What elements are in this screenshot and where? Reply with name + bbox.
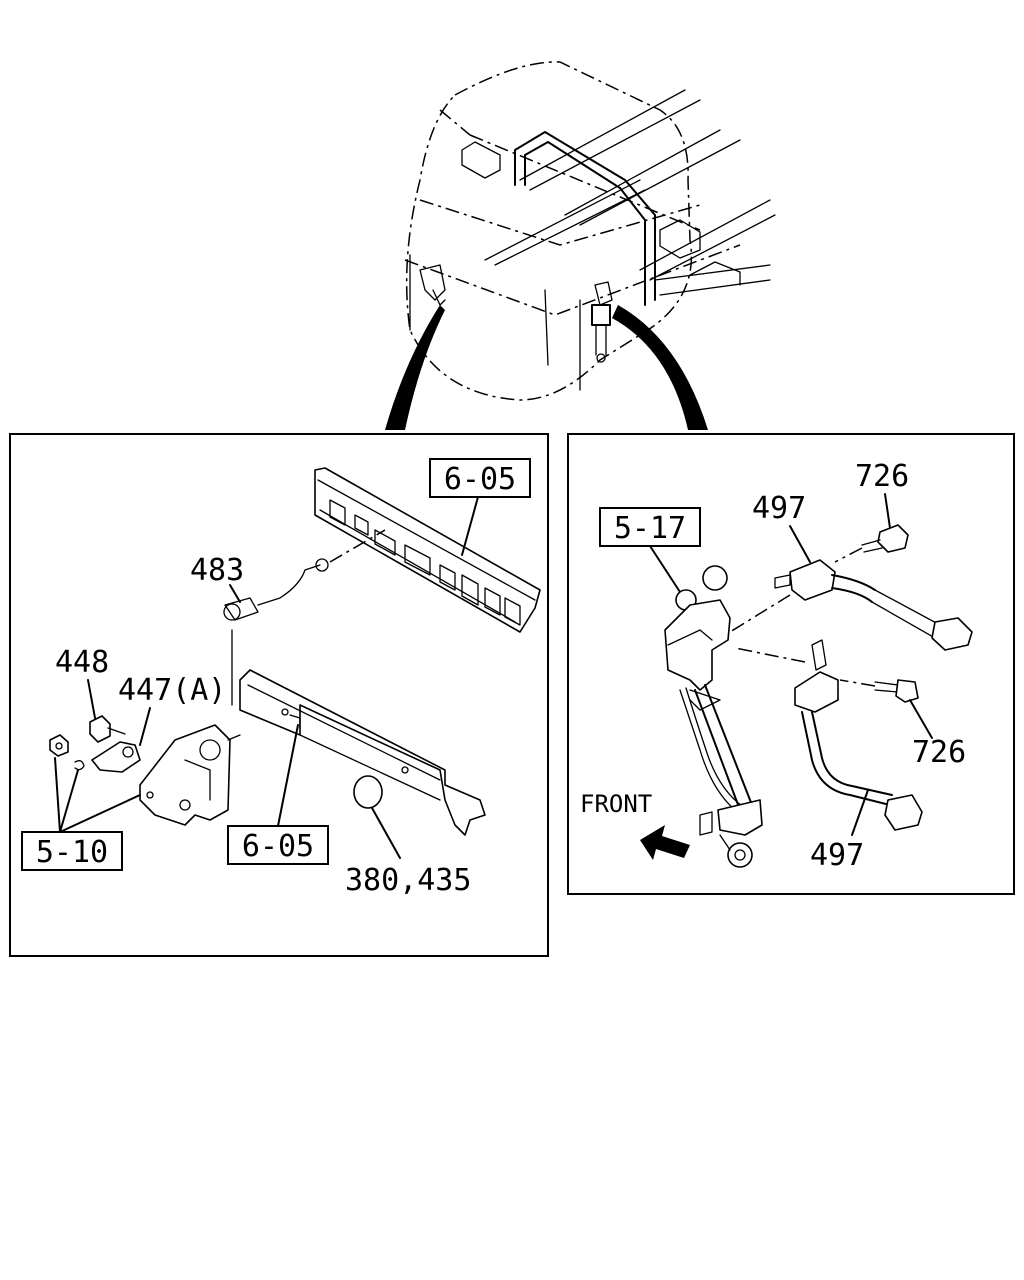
left-detail-panel: 6-05 483 [9, 433, 549, 957]
front-label: FRONT [580, 790, 652, 818]
right-detail-panel: 5-17 497 [567, 433, 1015, 895]
clip-447a: 447(A) [91, 673, 226, 773]
ref-6-05-top: 6-05 [429, 458, 531, 556]
label-726-bottom: 726 [912, 735, 966, 770]
tilt-cylinder-bracket [664, 565, 763, 868]
bolt-448: 448 [55, 645, 126, 743]
ref-6-05-bottom-label: 6-05 [242, 829, 314, 864]
label-447a: 447(A) [118, 673, 226, 708]
label-380-435: 380,435 [345, 863, 471, 898]
sensor-483: 483 [190, 529, 386, 706]
label-726-top: 726 [855, 459, 909, 494]
ref-5-17: 5-17 [599, 507, 701, 593]
label-483: 483 [190, 553, 244, 588]
ref-5-10-label: 5-10 [36, 835, 108, 870]
ref-5-17-label: 5-17 [614, 511, 686, 546]
plug-380-435: 380,435 [345, 775, 471, 898]
nut-washer: 5-10 [21, 734, 141, 871]
cab-overview [385, 61, 776, 430]
bolt-726-bottom: 726 [839, 679, 966, 770]
label-448: 448 [55, 645, 109, 680]
ref-6-05-top-label: 6-05 [444, 462, 516, 497]
ref-6-05-bottom: 6-05 [227, 724, 329, 865]
lower-crossmember [239, 669, 486, 836]
switch-497-top: 497 [729, 491, 973, 651]
label-497-top: 497 [752, 491, 806, 526]
label-497-bottom: 497 [810, 838, 864, 873]
front-indicator: FRONT [580, 790, 690, 860]
bracket-assembly [139, 724, 241, 826]
bolt-726-top: 726 [834, 459, 909, 563]
front-arrow-icon [640, 825, 690, 860]
switch-497-bottom: 497 [734, 639, 923, 873]
upper-crossmember [314, 467, 541, 633]
